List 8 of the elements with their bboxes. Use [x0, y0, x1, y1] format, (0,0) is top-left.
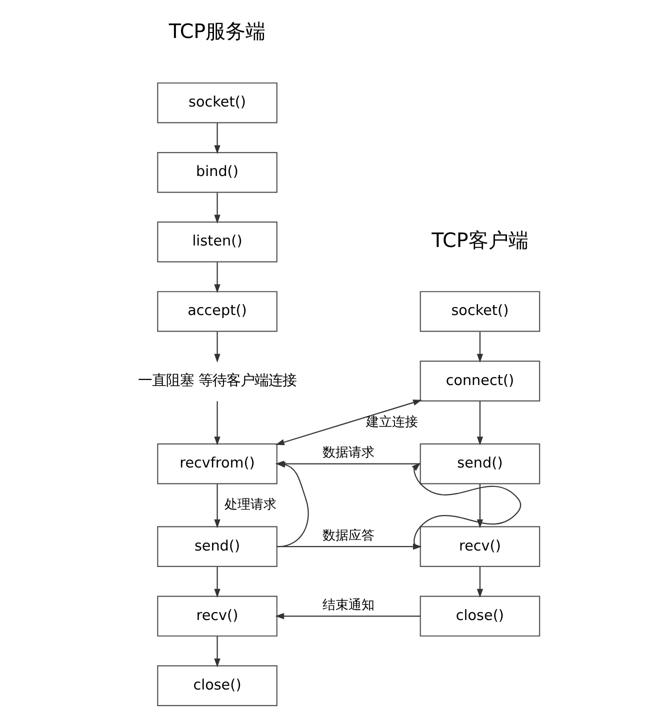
- edge-label: 处理请求: [224, 497, 276, 512]
- edge-label: 结束通知: [322, 598, 375, 613]
- label: TCP服务端: [168, 20, 266, 43]
- node-text: 一直阻塞 等待客户端连接: [138, 372, 297, 388]
- edge-label: 数据应答: [322, 528, 375, 544]
- edge-label: 数据请求: [322, 445, 375, 460]
- edge-label: 建立连接: [366, 414, 418, 430]
- label: TCP客户端: [432, 228, 528, 252]
